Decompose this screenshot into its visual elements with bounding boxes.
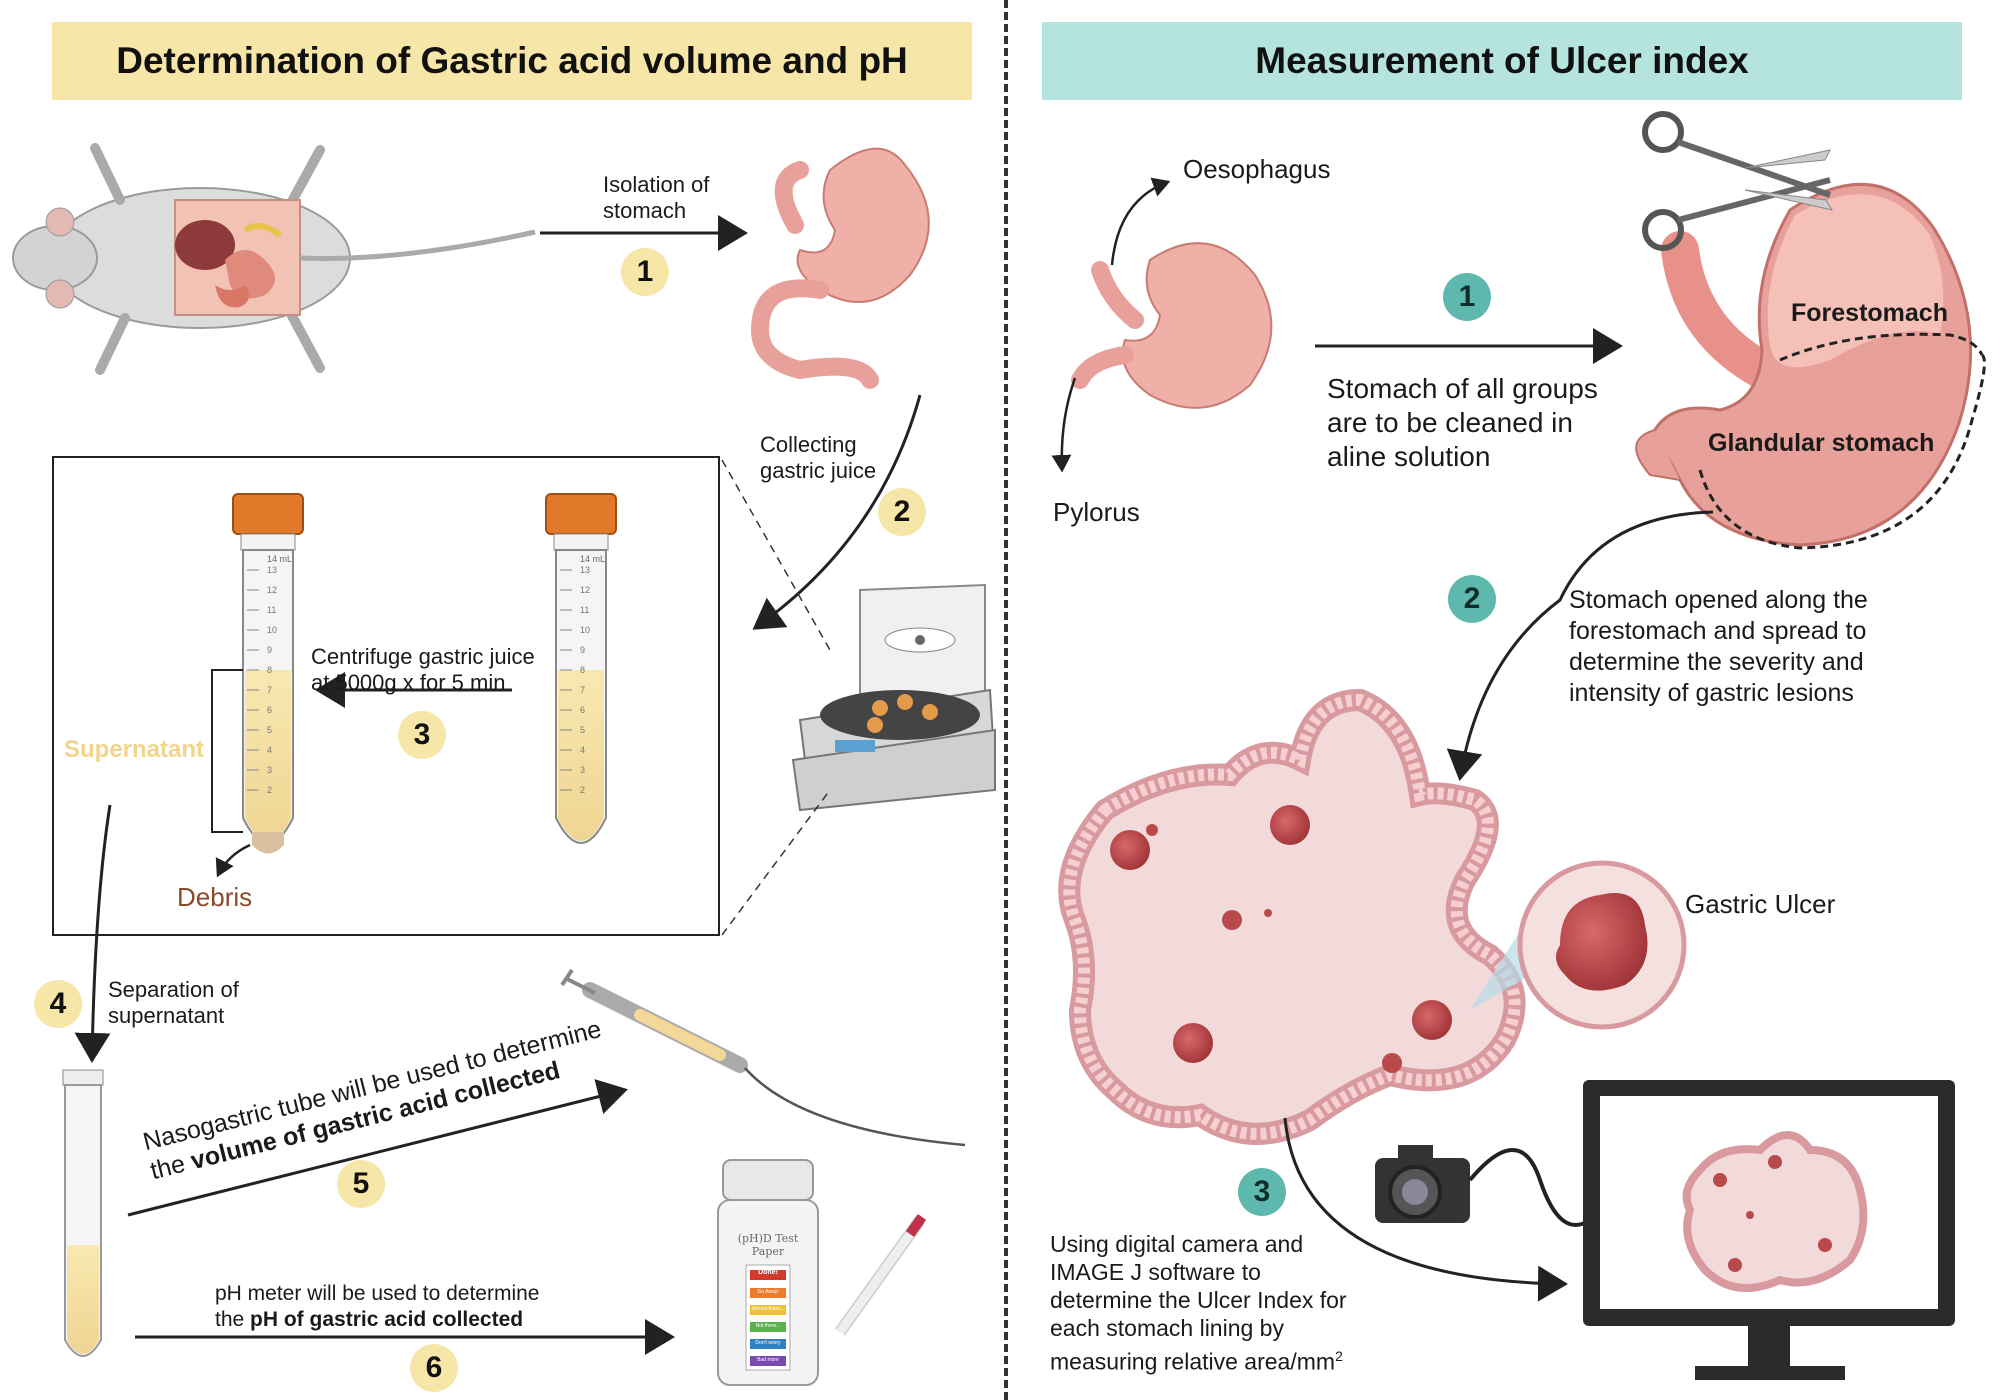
tube-scale-label: 13 bbox=[267, 565, 277, 575]
pylorus-label: Pylorus bbox=[1053, 497, 1140, 527]
tube-volume-mark: 14 mL bbox=[267, 554, 292, 564]
tube-scale-label: 9 bbox=[580, 645, 585, 655]
projection-line-top bbox=[721, 459, 831, 651]
oesophagus-arrow bbox=[1110, 177, 1171, 266]
tube-scale-label: 5 bbox=[267, 725, 272, 735]
projection-line-bottom bbox=[721, 789, 831, 936]
supernatant-label: Supernatant bbox=[64, 736, 205, 763]
spread-stomach-lining bbox=[1058, 688, 1526, 1145]
step3-badge: 3 bbox=[398, 711, 446, 759]
tube-scale-label: 3 bbox=[580, 765, 585, 775]
stomach-large-illustration bbox=[1635, 182, 1986, 550]
tube-scale-label: 10 bbox=[267, 625, 277, 635]
centrifuge-machine-illustration bbox=[791, 583, 997, 812]
step6-label: pH meter will be used to determine the p… bbox=[215, 1282, 540, 1331]
dissected-mouse-illustration bbox=[12, 143, 536, 375]
arrow-step-2 bbox=[752, 394, 922, 630]
tube-scale-label: 10 bbox=[580, 625, 590, 635]
tube-scale-label: 5 bbox=[580, 725, 585, 735]
ph-scale-item: Bad more bbox=[757, 1357, 779, 1363]
step1-badge: 1 bbox=[621, 248, 669, 296]
tube-scale-label: 9 bbox=[267, 645, 272, 655]
tube-scale-label: 11 bbox=[580, 605, 589, 615]
ph-scale-item: Almost there... bbox=[751, 1306, 785, 1312]
oesophagus-label: Oesophagus bbox=[1183, 154, 1331, 184]
test-tube-supernatant bbox=[62, 1069, 104, 1357]
ph-scale-item: Not there... bbox=[755, 1323, 781, 1329]
tube-scale-label: 4 bbox=[580, 745, 585, 755]
centrifuge-detail-box bbox=[52, 456, 720, 936]
arrow-step-r3 bbox=[1283, 1117, 1568, 1302]
tube-scale-label: 12 bbox=[580, 585, 590, 595]
debris-arrow bbox=[215, 843, 251, 878]
supernatant-bracket bbox=[211, 669, 243, 833]
tube-scale-label: 13 bbox=[580, 565, 590, 575]
step2-badge: 2 bbox=[878, 488, 926, 536]
scissors-icon bbox=[1642, 111, 1834, 251]
tube-scale-label: 7 bbox=[267, 685, 272, 695]
ph-scale-item: Go Away! bbox=[757, 1289, 779, 1295]
ph-scale-item: Don't worry bbox=[755, 1340, 781, 1346]
tube-scale-label: 7 bbox=[580, 685, 585, 695]
arrow-step-4 bbox=[74, 804, 112, 1063]
arrow-step-r2 bbox=[1446, 510, 1714, 781]
zoomed-ulcer-illustration bbox=[1517, 860, 1687, 1030]
gastric-ulcer-label: Gastric Ulcer bbox=[1685, 889, 1836, 919]
tube-scale-label: 12 bbox=[267, 585, 277, 595]
forestomach-label: Forestomach bbox=[1791, 299, 1948, 327]
tube-scale-label: 8 bbox=[580, 665, 585, 675]
ph-bottle-label: (pH)D Test Paper bbox=[737, 1232, 799, 1258]
pylorus-arrow bbox=[1051, 377, 1077, 473]
syringe-nasogastric-tube bbox=[560, 968, 966, 1147]
step-r2-badge: 2 bbox=[1448, 575, 1496, 623]
left-panel-title: Determination of Gastric acid volume and… bbox=[52, 22, 972, 100]
step5-badge: 5 bbox=[337, 1160, 385, 1208]
step4-badge: 4 bbox=[34, 980, 82, 1028]
tube-scale-label: 4 bbox=[267, 745, 272, 755]
ph-bottle-band: Done! bbox=[758, 1269, 778, 1276]
ph-test-strip bbox=[835, 1214, 927, 1336]
panel-divider bbox=[1004, 0, 1008, 1400]
tube-scale-label: 6 bbox=[580, 705, 585, 715]
monitor-illustration bbox=[1583, 1080, 1955, 1380]
tube-scale-label: 3 bbox=[267, 765, 272, 775]
stomach-small-illustration bbox=[1071, 242, 1273, 409]
tube-volume-mark: 14 mL bbox=[580, 554, 605, 564]
step-r1-badge: 1 bbox=[1443, 273, 1491, 321]
step6-badge: 6 bbox=[410, 1344, 458, 1392]
arrow-step-5 bbox=[127, 1079, 628, 1217]
tube-scale-label: 6 bbox=[267, 705, 272, 715]
isolated-stomach-illustration bbox=[750, 147, 930, 389]
debris-label: Debris bbox=[177, 882, 253, 912]
ph-test-paper-bottle bbox=[717, 1159, 819, 1386]
tube-scale-label: 11 bbox=[267, 605, 276, 615]
tube-scale-label: 2 bbox=[580, 785, 585, 795]
step-r3-badge: 3 bbox=[1238, 1168, 1286, 1216]
tube-scale-label: 8 bbox=[267, 665, 272, 675]
tube-scale-label: 2 bbox=[267, 785, 272, 795]
glandular-stomach-label: Glandular stomach bbox=[1708, 429, 1935, 457]
camera-icon bbox=[1375, 1145, 1592, 1227]
right-panel-title: Measurement of Ulcer index bbox=[1042, 22, 1962, 100]
